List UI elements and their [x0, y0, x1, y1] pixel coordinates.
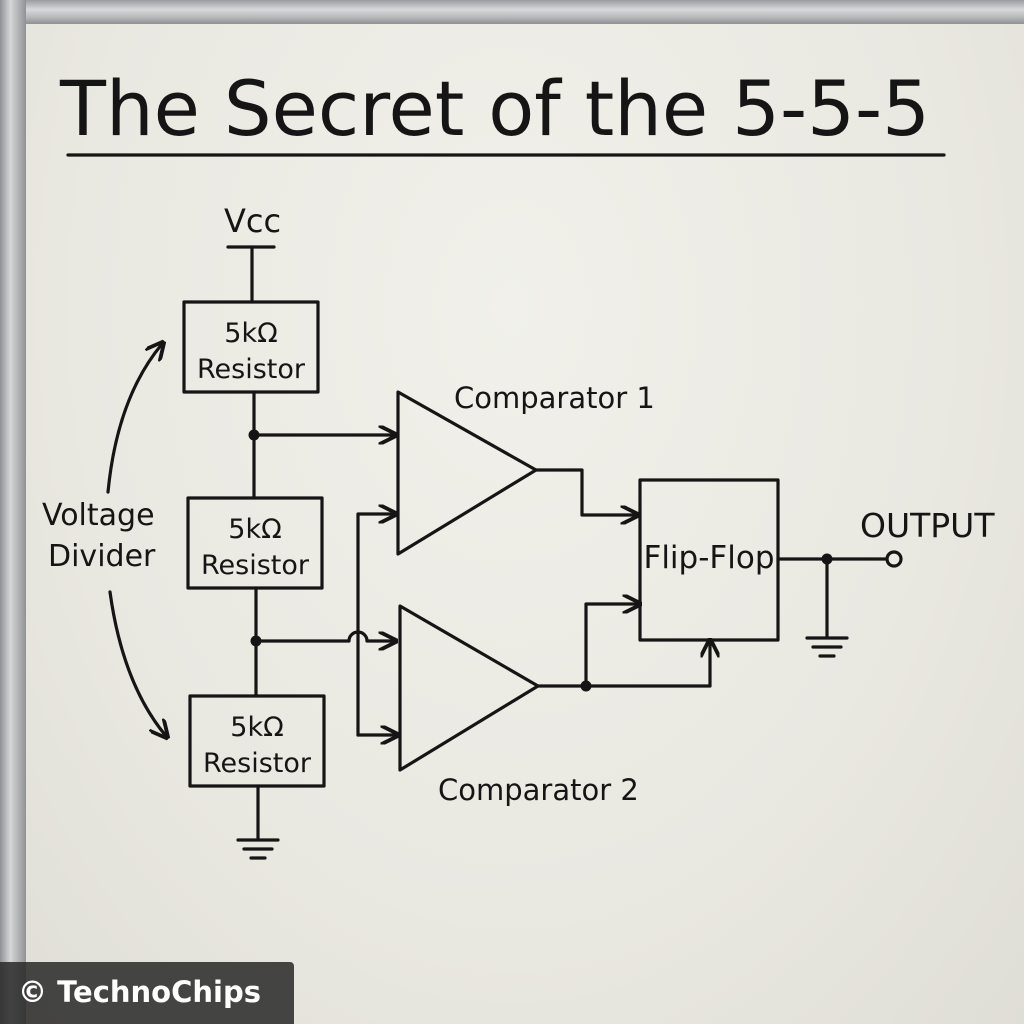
- comparator-1-symbol: [396, 390, 538, 556]
- divider-arrow-down: [108, 590, 166, 736]
- comparator-1-label: Comparator 1: [454, 381, 655, 415]
- vcc-label: Vcc: [224, 202, 281, 240]
- resistor-1-name: Resistor: [197, 354, 306, 385]
- wire-feed-comp1-lower: [356, 514, 394, 737]
- resistor-1-value: 5kΩ: [224, 318, 277, 349]
- resistor-3-value: 5kΩ: [230, 712, 283, 743]
- flipflop-label: Flip-Flop: [643, 540, 774, 576]
- ground-symbol-output: [805, 557, 849, 658]
- divider-label-line1: Voltage: [42, 498, 155, 533]
- ground-symbol-divider: [236, 784, 280, 860]
- resistor-3: 5kΩ Resistor: [188, 694, 326, 788]
- resistor-2-value: 5kΩ: [228, 514, 281, 545]
- wire-comp2-flipflop-side: [584, 604, 638, 688]
- output-label: OUTPUT: [860, 506, 995, 545]
- whiteboard-frame-left: [0, 0, 26, 1024]
- resistor-1: 5kΩ Resistor: [182, 300, 320, 394]
- watermark-text: © TechnoChips: [18, 975, 261, 1009]
- comparator-2-label: Comparator 2: [438, 773, 639, 807]
- resistor-2-name: Resistor: [201, 550, 310, 581]
- output-terminal: [885, 550, 903, 568]
- divider-label-line2: Divider: [48, 539, 156, 574]
- diagram-title: The Secret of the 5-5-5: [59, 64, 930, 153]
- comparator-2-symbol: [398, 604, 540, 772]
- watermark: © TechnoChips: [0, 962, 294, 1024]
- resistor-3-name: Resistor: [203, 748, 312, 779]
- wire-comp2-flipflop: [536, 642, 710, 688]
- wire-junction2-comp2: [254, 630, 394, 641]
- divider-arrow-up: [106, 344, 162, 494]
- resistor-2: 5kΩ Resistor: [186, 496, 324, 590]
- whiteboard-frame-top: [0, 0, 1024, 24]
- wire-comp1-flipflop: [534, 468, 636, 515]
